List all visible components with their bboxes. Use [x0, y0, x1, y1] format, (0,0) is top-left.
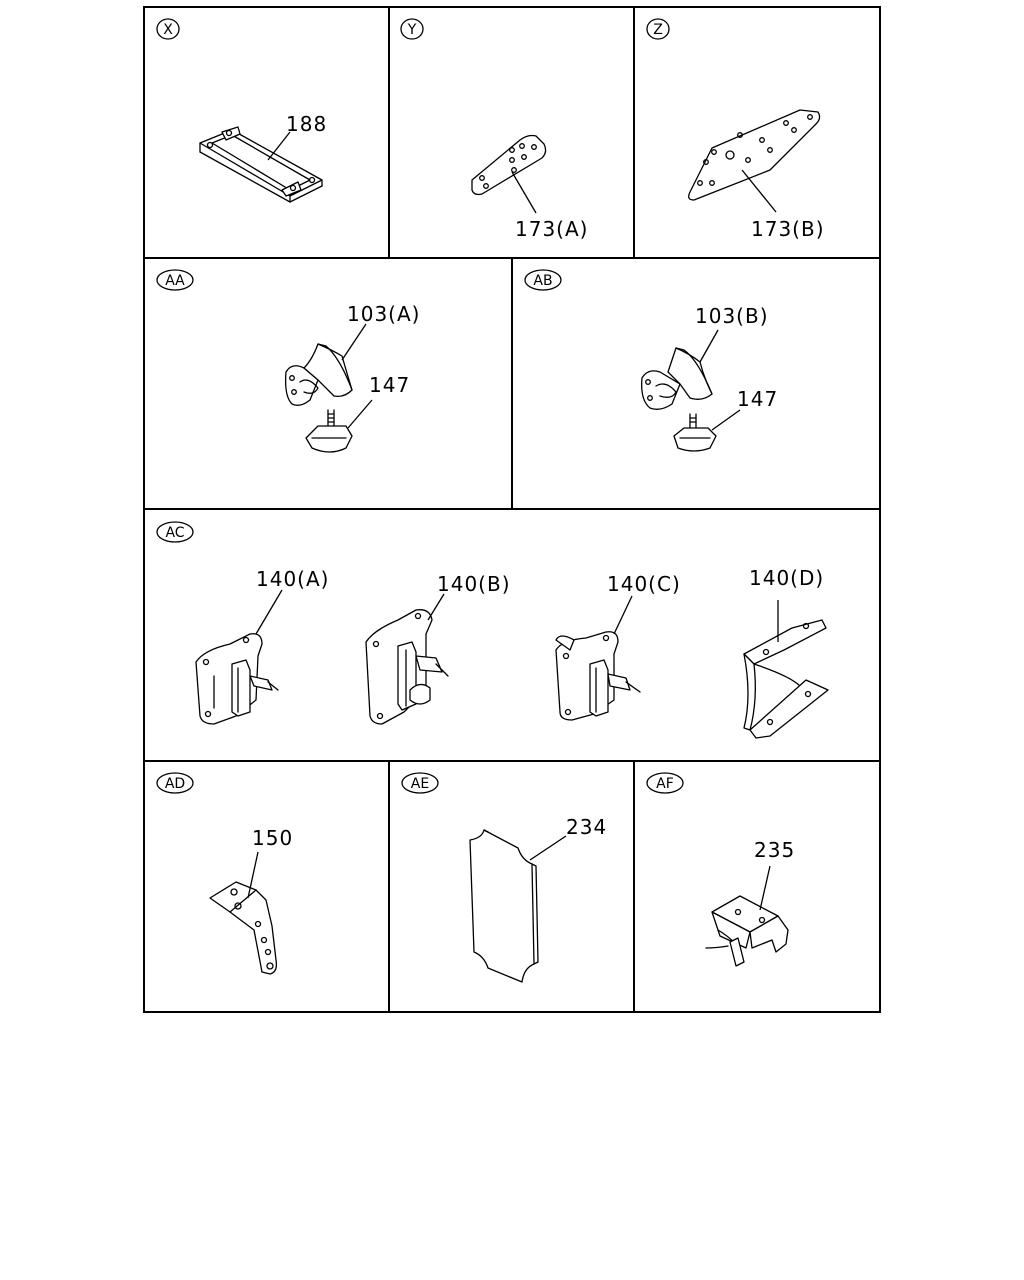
- part-label-235: 235: [754, 838, 795, 862]
- leader-140b: [427, 593, 445, 621]
- panel-code-ab: AB: [524, 269, 562, 291]
- panel-aa: AA 103(A) 147: [156, 269, 420, 453]
- panel-code-ad: AD: [156, 772, 194, 794]
- leader-188: [267, 131, 291, 161]
- panel-ad: AD 150: [156, 772, 293, 975]
- part-188-drawing: [199, 126, 323, 203]
- panel-code-ae-text: AE: [411, 776, 429, 792]
- part-140a-drawing: [195, 633, 279, 725]
- panel-x: X 188: [156, 18, 327, 203]
- panel-ae: AE 234: [401, 772, 607, 983]
- part-label-147-ab: 147: [737, 387, 778, 411]
- part-label-103b: 103(B): [695, 304, 769, 328]
- leader-147-ab: [711, 409, 741, 431]
- panel-af: AF 235: [646, 772, 795, 967]
- panel-code-ae: AE: [401, 772, 439, 794]
- panel-code-x-text: X: [163, 22, 173, 38]
- panel-code-aa: AA: [156, 269, 194, 291]
- part-label-188: 188: [286, 112, 327, 136]
- part-label-140a: 140(A): [256, 567, 329, 591]
- panel-code-z-text: Z: [653, 22, 663, 38]
- panel-ac: AC 140(A) 140(B): [156, 521, 829, 739]
- panel-y: Y 173(A): [400, 18, 588, 241]
- leader-150: [247, 851, 259, 899]
- part-label-147-aa: 147: [369, 373, 410, 397]
- part-103a-drawing: [284, 343, 353, 406]
- panel-code-af-text: AF: [656, 776, 674, 792]
- part-147-drawing-ab: [673, 413, 717, 452]
- diagram-grid: [143, 6, 881, 1013]
- panel-code-ac-text: AC: [165, 525, 184, 541]
- leader-103b: [699, 329, 719, 363]
- part-147-drawing-aa: [305, 409, 353, 453]
- part-173a-drawing: [471, 134, 547, 196]
- panel-code-x: X: [156, 18, 180, 40]
- panel-ab: AB 103(B) 147: [524, 269, 778, 452]
- panel-code-aa-text: AA: [165, 273, 185, 289]
- part-label-150: 150: [252, 826, 293, 850]
- panel-code-ad-text: AD: [165, 776, 185, 792]
- panel-code-z: Z: [646, 18, 670, 40]
- leader-235: [759, 865, 771, 911]
- part-234-drawing: [469, 829, 539, 983]
- leader-234: [529, 835, 567, 861]
- part-140d-drawing: [743, 619, 829, 739]
- part-235-drawing: [705, 895, 789, 967]
- panel-code-af: AF: [646, 772, 684, 794]
- part-label-173a: 173(A): [515, 217, 588, 241]
- leader-140c: [613, 595, 633, 635]
- part-140c-drawing: [555, 631, 641, 721]
- part-173b-drawing: [688, 109, 821, 201]
- panel-code-ac: AC: [156, 521, 194, 543]
- leader-140a: [255, 589, 283, 635]
- part-label-173b: 173(B): [751, 217, 825, 241]
- panel-code-y-text: Y: [407, 22, 417, 38]
- part-label-103a: 103(A): [347, 302, 420, 326]
- part-label-140c: 140(C): [607, 572, 681, 596]
- part-140b-drawing: [365, 609, 449, 725]
- panel-code-ab-text: AB: [533, 273, 552, 289]
- leader-103a: [341, 323, 367, 361]
- leader-147-aa: [347, 399, 373, 429]
- part-label-140d: 140(D): [749, 566, 824, 590]
- part-150-drawing: [209, 881, 278, 975]
- leader-173a: [511, 171, 537, 214]
- leader-173b: [741, 169, 777, 213]
- panel-code-y: Y: [400, 18, 424, 40]
- part-label-234: 234: [566, 815, 607, 839]
- panel-z: Z 173(B): [646, 18, 825, 241]
- part-label-140b: 140(B): [437, 572, 511, 596]
- part-103b-drawing: [641, 347, 713, 410]
